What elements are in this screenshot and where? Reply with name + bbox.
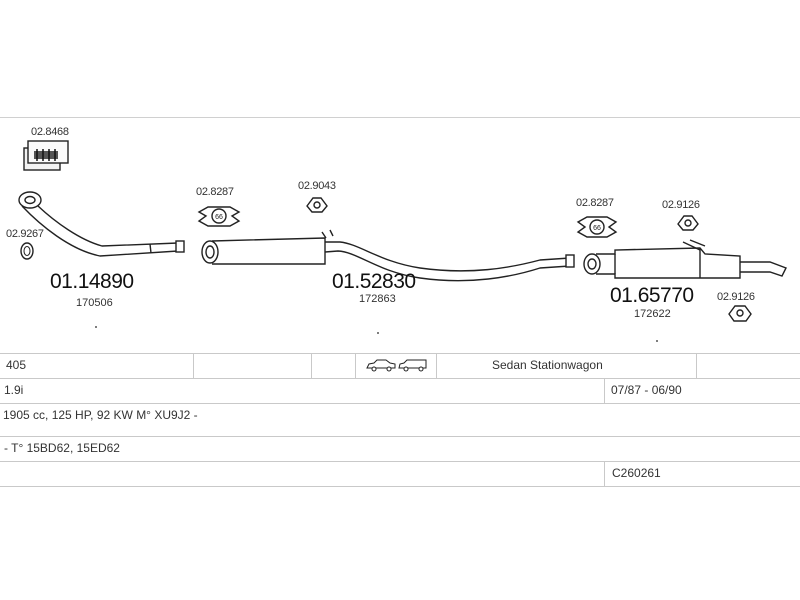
catalog-code-cell: C260261 bbox=[612, 466, 661, 480]
engine-cell: 1.9i bbox=[4, 383, 24, 397]
part-label-rear-silencer: 01.65770 bbox=[610, 284, 694, 307]
top-divider bbox=[0, 117, 800, 118]
gasket-icon[interactable] bbox=[20, 242, 34, 260]
table-row: C260261 bbox=[0, 461, 800, 487]
front-pipe[interactable] bbox=[18, 191, 185, 257]
rear-silencer[interactable] bbox=[583, 239, 787, 279]
clamp-icon[interactable]: 66 bbox=[197, 206, 241, 227]
part-ref-middle-silencer: 172863 bbox=[359, 293, 396, 305]
clamp-badge: 66 bbox=[593, 225, 601, 232]
part-label-middle-silencer: 01.52830 bbox=[332, 270, 416, 293]
clamp-icon[interactable]: 66 bbox=[576, 216, 618, 238]
part-label-rubber-mount-upper: 02.9126 bbox=[662, 199, 700, 211]
table-row: 1905 cc, 125 HP, 92 KW M° XU9J2 - bbox=[0, 403, 800, 436]
stationwagon-car-icon bbox=[398, 359, 427, 372]
rubber-mount-icon[interactable] bbox=[728, 305, 752, 322]
model-cell: 405 bbox=[6, 358, 27, 372]
body-types-cell: Sedan Stationwagon bbox=[492, 358, 603, 372]
exhaust-diagram: 66 66 bbox=[18, 140, 787, 342]
part-label-rubber-mount-mid: 02.9043 bbox=[298, 180, 336, 192]
part-label-gasket: 02.9267 bbox=[6, 228, 44, 240]
specs-cell: 1905 cc, 125 HP, 92 KW M° XU9J2 - bbox=[3, 408, 198, 422]
rubber-mount-icon[interactable] bbox=[677, 215, 699, 231]
body-type-icons bbox=[366, 357, 428, 376]
table-row: 1.9i 07/87 - 06/90 bbox=[0, 378, 800, 403]
part-label-rubber-mount-lower: 02.9126 bbox=[717, 291, 755, 303]
vehicle-spec-table: 405 Sedan Stationwagon 1.9i bbox=[0, 353, 800, 487]
table-row: - T° 15BD62, 15ED62 bbox=[0, 436, 800, 461]
middle-silencer[interactable] bbox=[201, 229, 575, 282]
clamp-badge: 66 bbox=[215, 214, 223, 221]
sedan-car-icon bbox=[366, 359, 396, 372]
mounting-kit-icon[interactable] bbox=[23, 140, 69, 171]
table-row: 405 Sedan Stationwagon bbox=[0, 353, 800, 378]
part-ref-rear-silencer: 172622 bbox=[634, 308, 671, 320]
type-codes-cell: - T° 15BD62, 15ED62 bbox=[4, 441, 120, 455]
part-label-front-pipe: 01.14890 bbox=[50, 270, 134, 293]
part-label-clamp-right: 02.8287 bbox=[576, 197, 614, 209]
part-ref-front-pipe: 170506 bbox=[76, 297, 113, 309]
years-cell: 07/87 - 06/90 bbox=[611, 383, 682, 397]
part-label-clamp-left: 02.8287 bbox=[196, 186, 234, 198]
rubber-mount-icon[interactable] bbox=[306, 197, 328, 213]
part-label-kit: 02.8468 bbox=[31, 126, 69, 138]
